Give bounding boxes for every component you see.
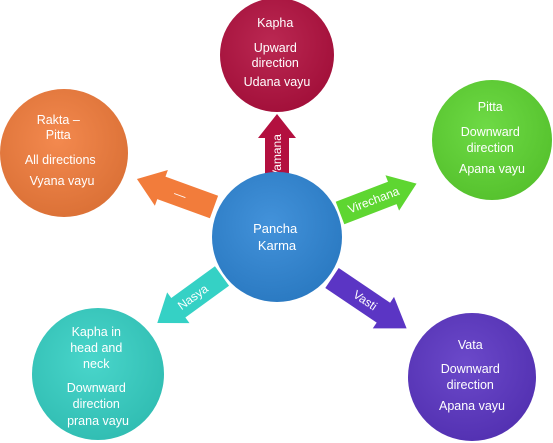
node-rakta-pitta-text: Rakta – Pitta All directions Vyana vayu: [25, 113, 99, 188]
node-rakta-pitta: Rakta – Pitta All directions Vyana vayu: [0, 89, 128, 217]
node-line: direction: [447, 378, 494, 392]
node-kapha-head-neck-text: Kapha in head and neck Downward directio…: [67, 325, 130, 428]
node-line: Kapha: [257, 16, 293, 30]
node-pitta-shade: [432, 80, 552, 200]
arrow-nasya: Nasya: [157, 266, 230, 324]
node-line: All directions: [25, 153, 96, 167]
node-line: Pitta: [478, 100, 503, 114]
node-line: Apana vayu: [459, 162, 525, 176]
arrow-vasti-shape: [325, 268, 407, 329]
arrow-vamana: Vamana: [258, 114, 296, 190]
node-kapha-upward-text: Kapha Upward direction Udana vayu: [244, 16, 311, 89]
arrow-vamana-label: Vamana: [270, 134, 284, 178]
arrow-raktamokshana: —: [136, 169, 219, 219]
node-line: head and: [70, 341, 122, 355]
node-line: direction: [467, 141, 514, 155]
node-line: Kapha in: [72, 325, 121, 339]
node-line: Apana vayu: [439, 399, 505, 413]
node-kapha-head-neck: Kapha in head and neck Downward directio…: [32, 308, 164, 440]
node-pitta: Pitta Downward direction Apana vayu: [432, 80, 552, 200]
node-pitta-text: Pitta Downward direction Apana vayu: [459, 100, 525, 176]
arrow-raktamokshana-shape: [136, 169, 219, 219]
node-kapha-upward: Kapha Upward direction Udana vayu: [220, 0, 334, 112]
center-label-line: Pancha: [253, 221, 298, 236]
arrow-nasya-shape: [157, 266, 230, 324]
center-label-line: Karma: [258, 238, 297, 253]
node-line: Udana vayu: [244, 75, 311, 89]
node-line: neck: [83, 357, 110, 371]
arrow-vamana-shape: [258, 114, 296, 190]
node-kapha-head-neck-shade: [32, 308, 164, 440]
arrow-virechana: Virechana: [335, 175, 417, 225]
node-vata: Vata Downward direction Apana vayu: [408, 313, 536, 441]
node-line: prana vayu: [67, 414, 129, 428]
node-line: Downward: [441, 362, 500, 376]
node-line: Upward: [254, 41, 297, 55]
node-line: Vata: [458, 338, 483, 352]
node-vata-shade: [408, 313, 536, 441]
node-rakta-pitta-shade: [0, 89, 128, 217]
node-line: direction: [252, 56, 299, 70]
node-vata-text: Vata Downward direction Apana vayu: [439, 338, 505, 413]
node-line: Rakta –: [37, 113, 80, 127]
arrow-virechana-shape: [335, 175, 417, 225]
center-node-pancha-karma: Pancha Karma: [212, 172, 342, 302]
arrow-raktamokshana-label: —: [172, 186, 188, 203]
center-circle-shade: [212, 172, 342, 302]
node-line: Pitta: [46, 128, 71, 142]
node-line: Downward: [67, 381, 126, 395]
node-line: Vyana vayu: [30, 174, 95, 188]
node-line: direction: [73, 397, 120, 411]
center-label: Pancha Karma: [253, 221, 301, 253]
node-kapha-upward-shade: [220, 0, 334, 112]
node-line: Downward: [461, 125, 520, 139]
arrow-vasti: Vasti: [325, 268, 407, 329]
